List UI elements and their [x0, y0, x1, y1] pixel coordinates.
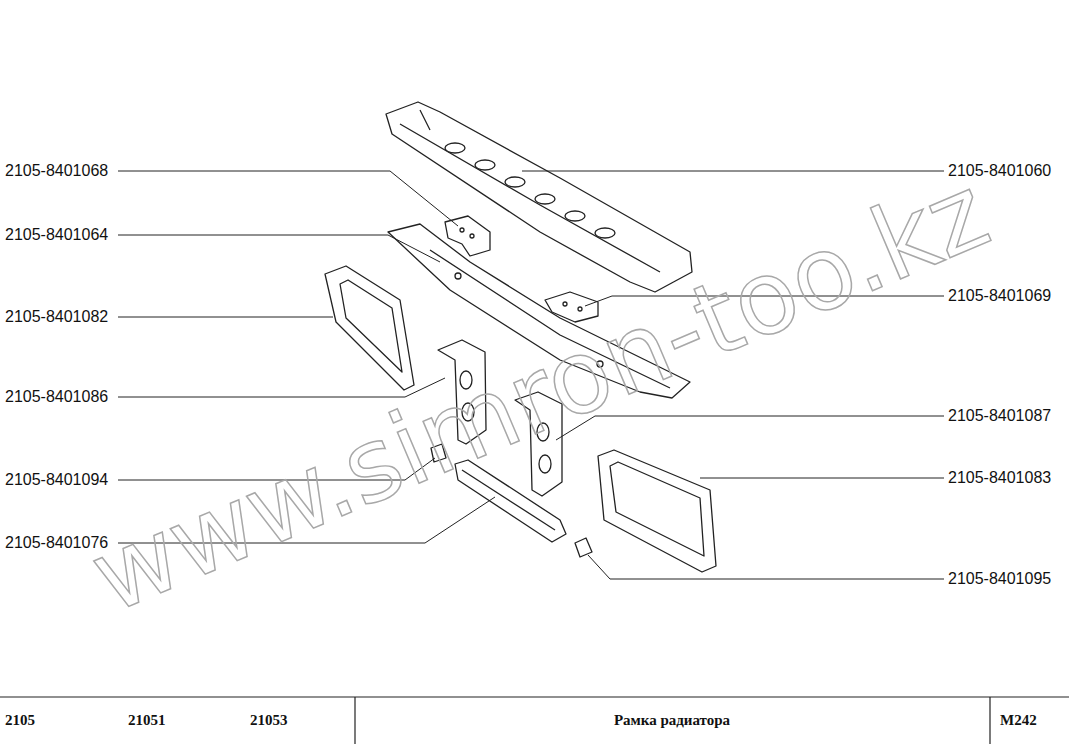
part-number: 2105-8401083 [948, 469, 1051, 487]
part-number: 2105-8401094 [5, 471, 108, 489]
part-number: 2105-8401087 [948, 407, 1051, 425]
part-number: 2105-8401068 [5, 162, 108, 180]
title-block-name: Рамка радиатора [614, 711, 730, 729]
part-number: 2105-8401086 [5, 388, 108, 406]
part-number: 2105-8401095 [948, 570, 1051, 588]
part-number: 2105-8401069 [948, 287, 1051, 305]
part-number: 2105-8401082 [5, 308, 108, 326]
title-block-cell: 21051 [128, 711, 166, 729]
title-block-cell: M242 [1000, 711, 1037, 729]
title-block-cell: 2105 [5, 711, 35, 729]
title-block-lines [0, 697, 1069, 744]
title-block-cell: 21053 [250, 711, 288, 729]
part-number: 2105-8401064 [5, 226, 108, 244]
